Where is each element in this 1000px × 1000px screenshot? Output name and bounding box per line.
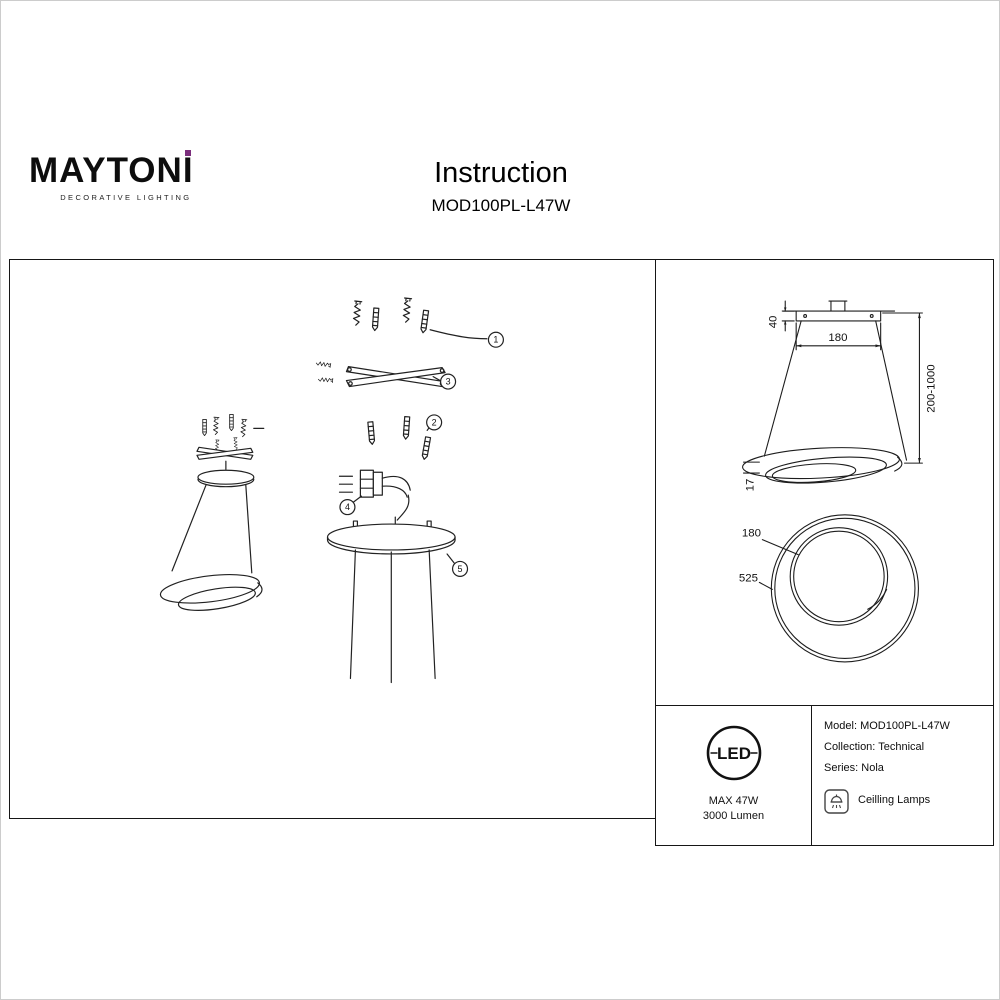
callout-5-circle [451,560,469,577]
screw-icon [239,418,248,438]
assembly-diagram: 1 2 3 4 5 [159,297,504,684]
wall-plug-icon [371,307,380,332]
dim-canopy-height: 40 [767,316,779,329]
suspension-cables [349,549,436,684]
dim-canopy-diameter: 180 [828,332,847,344]
ceiling-lamp-icon [824,788,849,814]
dim-tube-thickness: 17 [744,479,756,492]
info-model: Model: MOD100PL-L47W [824,720,950,732]
brand-tagline: DECORATIVE LIGHTING [60,192,192,202]
led-spec-box: LED MAX 47W 3000 Lumen [655,705,812,846]
category-label: Ceilling Lamps [858,794,931,807]
callout-1-circle [487,331,504,348]
callout-5-label: 5 [458,564,463,574]
led-logo-icon: LED [706,725,761,781]
callout-4-label: 4 [345,502,350,512]
info-series: Series: Nola [824,762,884,775]
canopy-group [326,516,456,555]
model-number: MOD100PL-L47W [431,196,571,215]
wall-plug-icon [419,309,430,334]
info-collection: Collection: Technical [824,741,925,754]
callout-3-circle [440,373,457,390]
callout-1-label: 1 [493,335,498,345]
screw-icon [351,300,363,327]
callout-circles [339,331,504,577]
max-power-label: MAX 47W [708,795,759,807]
header-title-block: Instruction MOD100PL-L47W [1,157,999,216]
dimension-arrows [783,307,921,464]
dim-suspension-range: 200-1000 [925,364,937,412]
wall-plugs-group [367,416,432,461]
assembly-diagram-box: 1 2 3 4 5 [9,259,656,819]
mounting-bracket-group [315,360,446,388]
led-logo-text: LED [717,744,751,763]
screw-icon [233,437,239,451]
dim-inner-diameter: 180 [742,528,761,540]
ceiling-screws-group [351,297,430,334]
product-info-box: Model: MOD100PL-L47W Collection: Technic… [811,705,994,846]
wall-plug-icon [367,421,376,446]
brand-dot-icon [185,150,192,156]
screw-icon [315,360,332,368]
screw-icon [212,416,220,436]
wiring-terminal-group [338,469,411,521]
brand-text: MAYTON [29,151,183,190]
dimension-drawing: 40 180 200-1000 17 180 525 [739,300,937,663]
wall-plug-icon [202,418,207,437]
dim-outer-diameter: 525 [739,572,758,584]
top-view-drawing [758,514,919,663]
callout-2-label: 2 [432,417,437,427]
page-title: Instruction [434,157,568,189]
screw-icon [317,376,334,383]
lumen-label: 3000 Lumen [702,810,765,822]
brand-letter-i: I [182,150,194,190]
wall-plug-icon [421,436,432,461]
pendant-assembly-group [159,414,265,611]
dimensions-box: 40 180 200-1000 17 180 525 [655,259,994,706]
wall-plug-icon [229,414,234,432]
callout-3-label: 3 [446,377,451,387]
category-row: Ceilling Lamps [824,788,981,814]
screw-icon [401,297,413,324]
wall-plug-icon [402,416,411,440]
callout-2-circle [426,414,443,431]
callout-4-circle [339,499,356,516]
